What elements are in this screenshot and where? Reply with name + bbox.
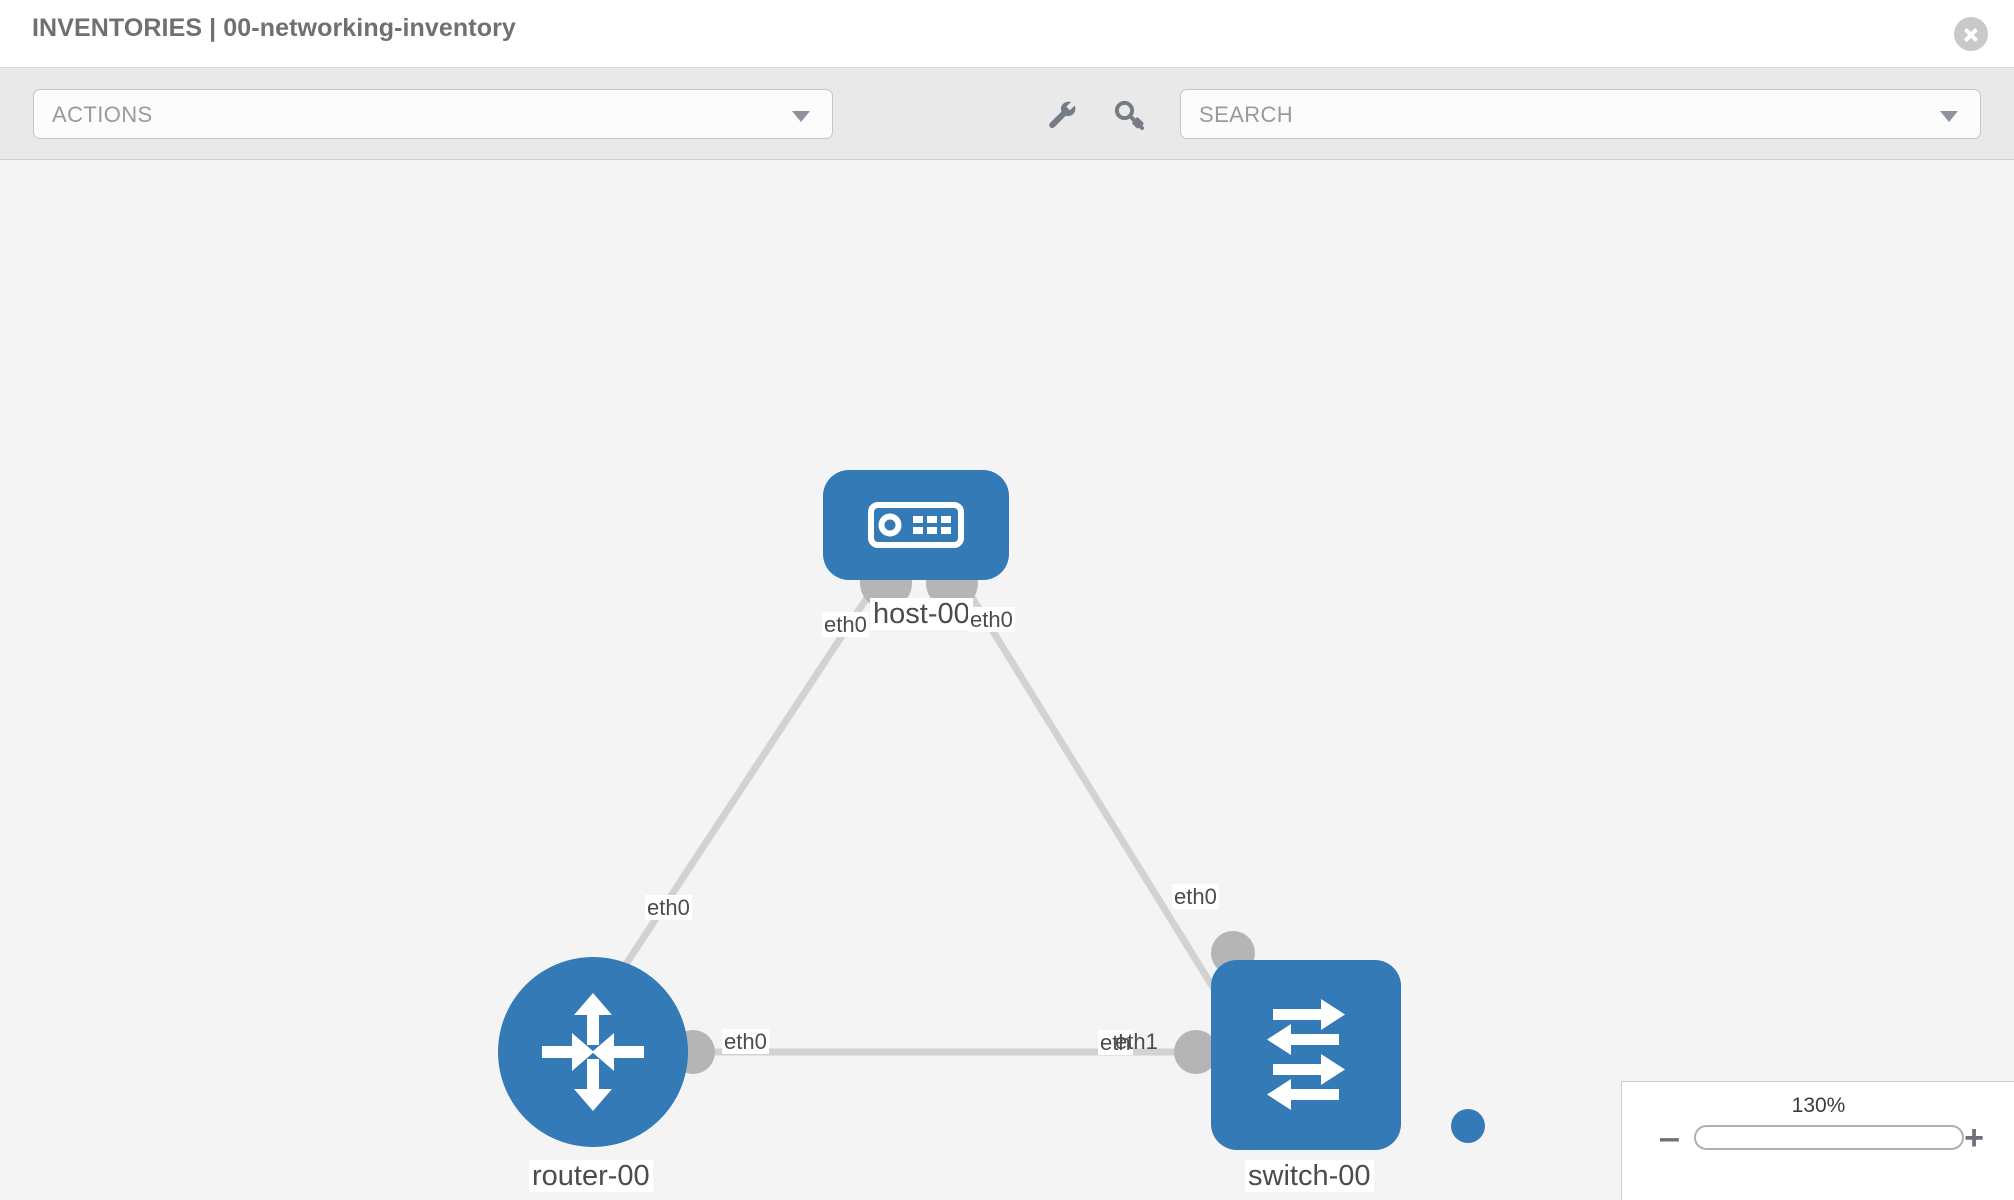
search-input[interactable]: SEARCH: [1180, 89, 1981, 139]
interface-label: eth1: [1115, 1029, 1158, 1054]
chevron-down-icon: [792, 111, 810, 122]
zoom-out-button[interactable]: ‒: [1660, 1119, 1679, 1157]
topology-canvas[interactable]: host-00 router-0: [0, 160, 2014, 1200]
zoom-level-value: 130%: [1791, 1094, 1846, 1117]
topology-node-label-host-00: host-00: [870, 598, 973, 631]
toolbar: ACTIONS SEARCH: [0, 68, 2014, 160]
search-placeholder: SEARCH: [1199, 102, 1294, 127]
interface-label: eth: [1098, 1030, 1133, 1056]
interface-label: eth0: [968, 607, 1015, 633]
interface-label: eth0: [822, 612, 869, 638]
page-title: INVENTORIES | 00-networking-inventory: [32, 14, 516, 42]
edge-host00-router00: [585, 576, 883, 1024]
zoom-slider-track[interactable]: [1694, 1125, 1964, 1150]
interface-label: eth0: [645, 895, 692, 921]
actions-dropdown[interactable]: ACTIONS: [33, 89, 833, 139]
interface-label: eth0: [722, 1029, 769, 1055]
topology-edges: [585, 576, 1230, 1056]
edge-host00-switch00: [957, 576, 1225, 1004]
topology-node-switch-00[interactable]: [1211, 960, 1401, 1150]
page-header: INVENTORIES | 00-networking-inventory: [0, 0, 2014, 68]
topology-node-host-00[interactable]: [823, 470, 1009, 580]
router-icon: [542, 993, 644, 1111]
zoom-in-button[interactable]: +: [1964, 1119, 1984, 1157]
topology-node-label-router-00: router-00: [529, 1160, 653, 1193]
topology-graph: [585, 557, 1255, 1074]
topology-node-router-00[interactable]: [498, 957, 688, 1147]
stub-switch00-eth1: [1174, 1030, 1218, 1074]
switch-icon: [1267, 999, 1345, 1110]
zoom-slider-thumb[interactable]: [1451, 1109, 1485, 1143]
chevron-down-icon[interactable]: [1940, 111, 1958, 122]
server-icon: [868, 502, 964, 548]
interface-label: eth0: [1172, 884, 1219, 910]
actions-dropdown-label: ACTIONS: [52, 102, 153, 127]
wrench-icon[interactable]: [1045, 98, 1079, 132]
topology-node-label-switch-00: switch-00: [1245, 1160, 1374, 1193]
zoom-control-panel: 130% ‒ +: [1621, 1081, 2014, 1200]
interface-stubs: [671, 557, 1255, 1074]
close-icon[interactable]: [1954, 17, 1988, 51]
key-icon[interactable]: [1113, 98, 1147, 132]
